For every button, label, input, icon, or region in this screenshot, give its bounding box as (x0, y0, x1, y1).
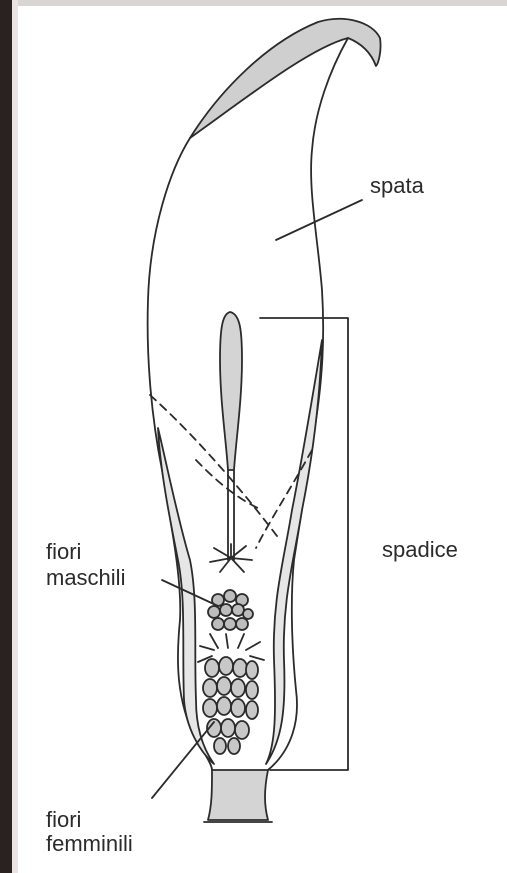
fiori-maschili-label-line1: fiori (46, 540, 81, 564)
fiori-femminili-label-line2: femminili (46, 832, 133, 856)
femminili-leader-line (152, 722, 214, 798)
spadice-label: spadice (382, 538, 458, 562)
male-flowers-cluster (208, 590, 253, 630)
lower-bristles (198, 634, 264, 662)
spata-leader-line (276, 200, 362, 240)
spathe-inner-right-lining (266, 340, 322, 764)
female-flowers-cluster (203, 657, 258, 754)
fiori-maschili-label-line2: maschili (46, 566, 125, 590)
peduncle (208, 770, 268, 820)
spadice-bracket (260, 318, 348, 770)
spadix-appendix (220, 312, 242, 470)
fiori-femminili-label-line1: fiori (46, 808, 81, 832)
spata-label: spata (370, 174, 424, 198)
spathe-left-outline (148, 138, 212, 770)
spathe-inner-fold (190, 19, 381, 138)
upper-bristles (210, 544, 252, 572)
